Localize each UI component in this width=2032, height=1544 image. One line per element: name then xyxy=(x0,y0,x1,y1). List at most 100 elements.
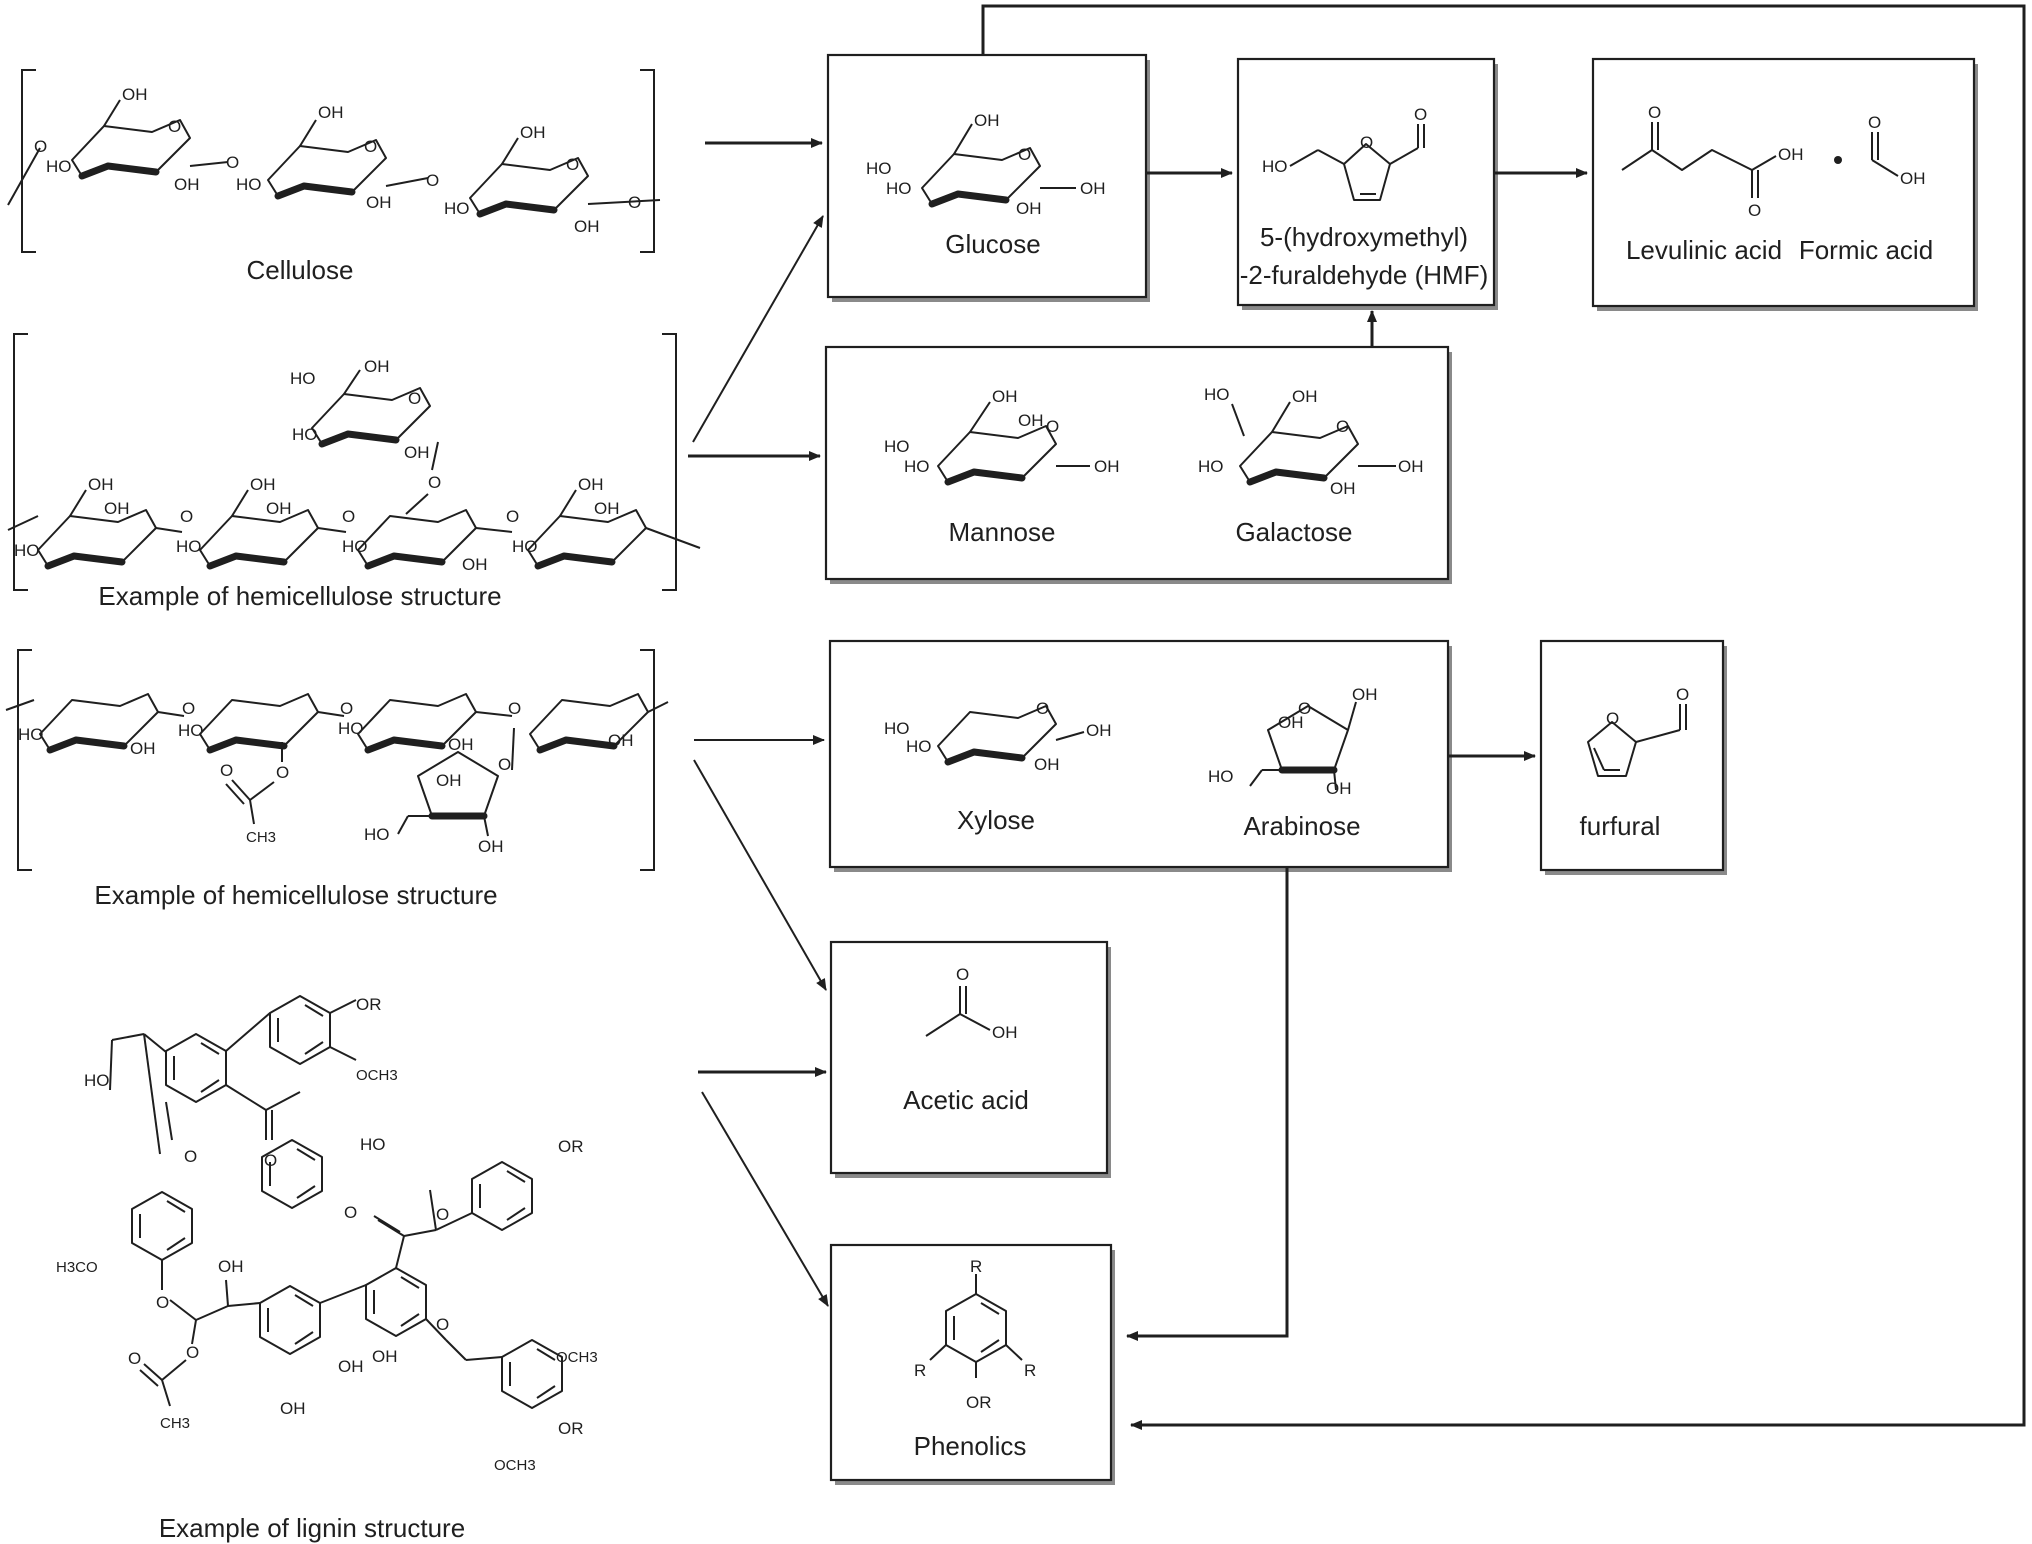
o-label: O xyxy=(1648,103,1661,122)
oh-label: OH xyxy=(1398,457,1424,476)
ho-label: HO xyxy=(178,721,204,740)
ch3-label: CH3 xyxy=(246,829,276,846)
oh-label: OH xyxy=(992,1023,1018,1042)
o-label: O xyxy=(1360,133,1373,152)
ho-label: HO xyxy=(886,179,912,198)
oh-label: OH xyxy=(478,837,504,856)
arabinose-label: Arabinose xyxy=(1243,811,1360,841)
ho-label: HO xyxy=(1198,457,1224,476)
o-label: O xyxy=(168,117,181,136)
arrow-lignin-to-phenolics xyxy=(701,1091,829,1307)
o-label: O xyxy=(428,473,441,492)
lignin-structure: OR OCH3 HO O O H3CO O OH O O CH3 OH OH O… xyxy=(56,995,598,1543)
or-label: OR xyxy=(966,1393,992,1412)
oh-label: OH xyxy=(364,357,390,376)
ho-label: HO xyxy=(884,437,910,456)
oh-label: OH xyxy=(218,1257,244,1276)
ch3-label: CH3 xyxy=(160,1415,190,1432)
ho-label: HO xyxy=(1262,157,1288,176)
och3-label: OCH3 xyxy=(556,1349,598,1366)
o-label: O xyxy=(956,965,969,984)
o-label: O xyxy=(1018,145,1031,164)
mannose-label: Mannose xyxy=(949,517,1056,547)
oh-label: OH xyxy=(578,475,604,494)
oh-label: OH xyxy=(1352,685,1378,704)
o-label: O xyxy=(436,1205,449,1224)
oh-label: OH xyxy=(1278,713,1304,732)
ho-label: HO xyxy=(292,425,318,444)
oh-label: OH xyxy=(130,739,156,758)
or-label: OR xyxy=(558,1137,584,1156)
ho-label: HO xyxy=(176,537,202,556)
acetic-acid-box xyxy=(829,940,1109,1175)
oh-label: OH xyxy=(404,443,430,462)
oh-label: OH xyxy=(1086,721,1112,740)
ho-label: HO xyxy=(364,825,390,844)
o-label: O xyxy=(1298,699,1311,718)
hmf-box xyxy=(1236,57,1496,307)
o-label: O xyxy=(186,1343,199,1362)
or-label: OR xyxy=(558,1419,584,1438)
oh-label: OH xyxy=(436,771,462,790)
ho-label: HO xyxy=(904,457,930,476)
oh-label: OH xyxy=(1034,755,1060,774)
oh-label: OH xyxy=(174,175,200,194)
oh-label: OH xyxy=(992,387,1018,406)
o-label: O xyxy=(1036,699,1049,718)
hmf-structure: HO O O 5-(hydroxymethyl) -2-furaldehyde … xyxy=(1240,105,1489,290)
ho-label: HO xyxy=(866,159,892,178)
o-label: O xyxy=(342,507,355,526)
ho-label: HO xyxy=(906,737,932,756)
glucose-structure: OH O HO HO OH OH Glucose xyxy=(866,111,1106,259)
ho-label: HO xyxy=(1208,767,1234,786)
levulinic-formic-structures: O O OH O OH Levulinic acid Formic acid xyxy=(1621,103,1933,265)
ho-label: HO xyxy=(360,1135,386,1154)
oh-label: OH xyxy=(1292,387,1318,406)
oh-label: OH xyxy=(88,475,114,494)
product-boxes xyxy=(824,53,1978,1485)
levulinic-acid-label: Levulinic acid xyxy=(1626,235,1782,265)
o-label: O xyxy=(1046,417,1059,436)
cellulose-label: Cellulose xyxy=(247,255,354,285)
mannose-galactose-structures: OH OH O HO HO OH Mannose OH O HO HO OH O… xyxy=(884,385,1424,547)
o-label: O xyxy=(340,699,353,718)
glucose-label: Glucose xyxy=(945,229,1040,259)
oh-label: OH xyxy=(1080,179,1106,198)
xylose-arabinose-structures: O HO HO OH OH Xylose O OH OH HO OH Arabi… xyxy=(884,685,1378,841)
ho-label: HO xyxy=(18,725,44,744)
o-label: O xyxy=(184,1147,197,1166)
o-label: O xyxy=(156,1293,169,1312)
o-label: O xyxy=(506,507,519,526)
hmf-label-line2: -2-furaldehyde (HMF) xyxy=(1240,260,1489,290)
oh-label: OH xyxy=(1326,779,1352,798)
oh-label: OH xyxy=(520,123,546,142)
oh-label: OH xyxy=(366,193,392,212)
o-label: O xyxy=(128,1349,141,1368)
acetic-acid-label: Acetic acid xyxy=(903,1085,1029,1115)
o-label: O xyxy=(276,763,289,782)
o-label: O xyxy=(220,761,233,780)
ho-label: HO xyxy=(84,1071,110,1090)
o-label: O xyxy=(1336,417,1349,436)
acetic-acid-structure: O OH Acetic acid xyxy=(903,965,1029,1115)
oh-label: OH xyxy=(574,217,600,236)
oh-label: OH xyxy=(250,475,276,494)
hemicellulose-label-2: Example of hemicellulose structure xyxy=(94,880,497,910)
o-label: O xyxy=(180,507,193,526)
o-label: O xyxy=(426,171,439,190)
o-label: O xyxy=(1606,709,1619,728)
o-label: O xyxy=(498,755,511,774)
o-label: O xyxy=(344,1203,357,1222)
ho-label: HO xyxy=(236,175,262,194)
ho-label: HO xyxy=(1204,385,1230,404)
hmf-label-line1: 5-(hydroxymethyl) xyxy=(1260,222,1468,252)
oh-label: OH xyxy=(974,111,1000,130)
formic-acid-label: Formic acid xyxy=(1799,235,1933,265)
furfural-structure: O O furfural xyxy=(1580,685,1690,841)
phenolics-box xyxy=(829,1243,1113,1482)
oh-label: OH xyxy=(280,1399,306,1418)
o-label: O xyxy=(566,155,579,174)
phenolics-structure: R R R OR Phenolics xyxy=(914,1257,1037,1461)
oh-label: OH xyxy=(122,85,148,104)
oh-label: OH xyxy=(1900,169,1926,188)
